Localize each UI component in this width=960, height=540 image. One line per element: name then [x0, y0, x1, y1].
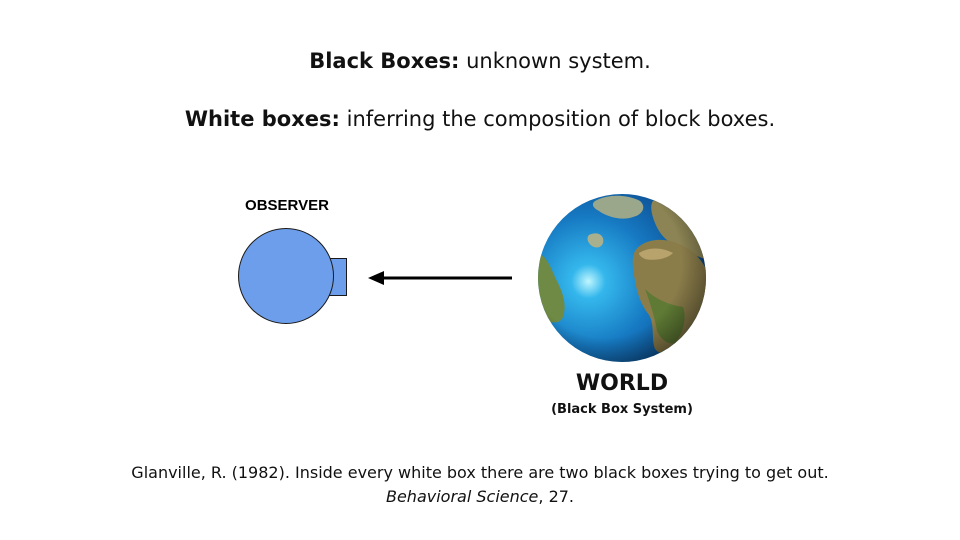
observer-circle — [238, 228, 334, 324]
observer-label: OBSERVER — [245, 197, 329, 214]
black-boxes-term: Black Boxes: — [309, 49, 460, 73]
world-sublabel: (Black Box System) — [551, 402, 693, 417]
globe-icon — [538, 194, 706, 362]
citation: Glanville, R. (1982). Inside every white… — [120, 461, 840, 509]
world-label: WORLD — [575, 371, 669, 396]
white-boxes-term: White boxes: — [184, 107, 340, 131]
citation-volume: , 27. — [538, 487, 575, 506]
arrow-icon — [368, 271, 512, 285]
white-boxes-text: inferring the composition of block boxes… — [339, 107, 776, 131]
citation-text: Glanville, R. (1982). Inside every white… — [131, 463, 829, 482]
black-boxes-definition: Black Boxes: unknown system. — [0, 49, 960, 73]
citation-journal: Behavioral Science — [385, 487, 539, 506]
white-boxes-definition: White boxes: inferring the composition o… — [0, 107, 960, 131]
black-boxes-text: unknown system. — [459, 49, 651, 73]
